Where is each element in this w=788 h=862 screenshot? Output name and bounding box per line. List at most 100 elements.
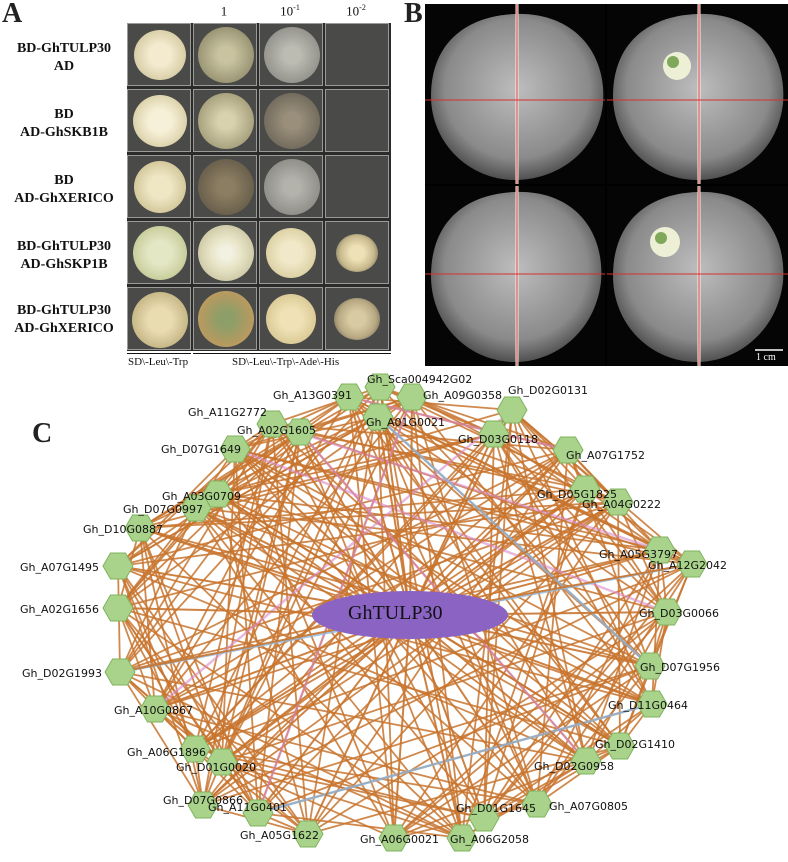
network-edge xyxy=(117,565,587,762)
network-edge xyxy=(393,611,668,839)
gene-node-label: Gh_Sca004942G02 xyxy=(367,373,473,386)
plate-cell xyxy=(193,155,257,218)
footer-medium-right: SD\-Leu\-Trp\-Ade\-His xyxy=(232,356,340,368)
gene-node-label: Gh_A07G1495 xyxy=(20,561,100,574)
gene-node xyxy=(496,396,528,424)
network-edge xyxy=(195,507,395,839)
network-edge xyxy=(117,507,197,609)
center-edge xyxy=(221,614,411,763)
gene-node xyxy=(362,403,394,431)
network-nodes xyxy=(102,373,708,852)
network-edge xyxy=(585,611,668,762)
plate-cell xyxy=(259,287,323,350)
plate-cell xyxy=(259,23,323,86)
gene-node xyxy=(124,514,156,542)
column-header-1: 1 xyxy=(220,3,228,19)
network-edge xyxy=(536,745,621,805)
gene-node xyxy=(636,690,668,718)
network-edge-blue xyxy=(377,416,651,667)
plate-cell xyxy=(259,155,323,218)
gene-node xyxy=(552,436,584,464)
plate-cell xyxy=(325,89,389,152)
gene-node xyxy=(396,383,428,411)
network-edge xyxy=(307,611,668,835)
network-edge xyxy=(194,748,485,819)
gene-node-label: Gh_D05G1825 xyxy=(537,488,617,501)
gene-node xyxy=(202,480,234,508)
network-edge xyxy=(461,488,586,839)
network-edge xyxy=(202,665,651,806)
network-edge xyxy=(119,507,197,673)
center-edge xyxy=(377,416,411,616)
column-header-3: 10-2 xyxy=(346,3,366,19)
gene-node xyxy=(102,552,134,580)
gene-node xyxy=(256,410,288,438)
network-edge xyxy=(117,416,379,567)
network-edges xyxy=(117,386,693,839)
network-edge xyxy=(117,448,236,567)
network-edge xyxy=(221,761,463,839)
network-edge xyxy=(154,431,301,710)
plate-cell xyxy=(259,221,323,284)
plate-cell xyxy=(193,221,257,284)
center-edge xyxy=(299,431,411,616)
plate-cell xyxy=(127,23,191,86)
gene-node xyxy=(569,475,601,503)
footer-medium-left: SD\-Leu\-Trp xyxy=(128,356,189,368)
gene-node xyxy=(468,804,500,832)
plate-cell xyxy=(127,221,191,284)
network-edge xyxy=(393,665,651,839)
network-edge xyxy=(257,431,301,814)
leaf-top-right xyxy=(607,4,788,185)
gene-node xyxy=(284,418,316,446)
network-edge xyxy=(139,488,586,529)
network-edge xyxy=(393,563,693,839)
network-edge xyxy=(257,812,463,839)
leaf-image-grid xyxy=(425,4,788,367)
gene-node-label: Gh_A12G2042 xyxy=(648,559,728,572)
center-edge xyxy=(393,614,411,839)
network-edge xyxy=(221,611,668,763)
gene-node xyxy=(206,748,238,776)
gene-node-label: Gh_D07G0997 xyxy=(123,503,203,516)
center-edge xyxy=(409,449,569,616)
gene-node-label: Gh_D02G1993 xyxy=(22,667,102,680)
network-edge-pink xyxy=(154,409,513,710)
center-edge xyxy=(409,614,485,819)
panel-b-letter: B xyxy=(404,0,423,29)
center-edge xyxy=(409,396,413,616)
network-edge xyxy=(119,449,569,673)
network-edge xyxy=(377,416,693,565)
network-graph xyxy=(102,373,708,852)
center-edge xyxy=(257,614,411,814)
column-header-2: 10-1 xyxy=(280,3,300,19)
gene-node-label: Gh_A06G1896 xyxy=(127,746,207,759)
network-edge xyxy=(493,433,587,762)
gene-node-label: Gh_D01G1645 xyxy=(456,802,536,815)
gene-node xyxy=(651,598,683,626)
panel-a-letter: A xyxy=(2,0,23,29)
network-edge xyxy=(117,565,196,750)
center-edge xyxy=(202,614,411,806)
plate-cell xyxy=(325,287,389,350)
gene-node xyxy=(102,594,134,622)
network-edge xyxy=(483,488,586,819)
center-edge xyxy=(348,396,411,616)
plate-cell xyxy=(325,155,389,218)
plate-cell xyxy=(325,23,389,86)
gene-node-label: Gh_A03G0709 xyxy=(162,490,242,503)
center-edge xyxy=(271,423,411,616)
network-edge xyxy=(307,501,619,835)
center-edge xyxy=(409,614,587,762)
gene-node-label: Gh_A13G0391 xyxy=(273,389,353,402)
gene-node-label: Gh_A05G3797 xyxy=(599,548,679,561)
gene-node xyxy=(219,435,251,463)
network-edge xyxy=(119,671,204,806)
network-edge xyxy=(194,748,538,805)
scale-bar-label: 1 cm xyxy=(756,352,776,363)
gene-node-label: Gh_A07G0805 xyxy=(549,800,629,813)
leaf-bottom-left xyxy=(425,186,606,367)
gene-node xyxy=(104,658,136,686)
